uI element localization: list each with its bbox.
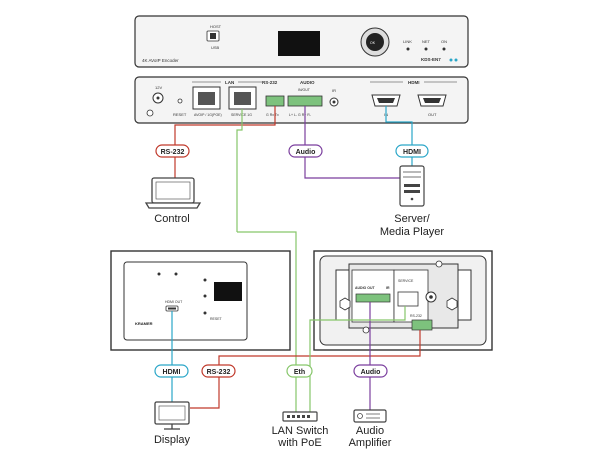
rs232-pins: G Rx Tx [266, 113, 279, 117]
amplifier-label-line1: Audio [356, 425, 384, 437]
tag-rs232-bottom: RS-232 [201, 364, 236, 378]
link-led [406, 47, 410, 51]
wallplate-hdmi-out-label: HDMI OUT [165, 300, 183, 304]
tag-rs232-top: RS-232 [155, 144, 190, 158]
net-led [424, 47, 428, 51]
server-label-line2: Media Player [380, 226, 445, 238]
host-label: HOST [210, 24, 222, 29]
net-label: NET [422, 39, 431, 44]
rear-rs232-label: RS-232 [410, 314, 422, 318]
eth-cable-to-switch [237, 231, 297, 414]
audio-panel-label: AUDIO [300, 80, 315, 85]
lan-label: LAN [225, 80, 234, 85]
hdmi-out-label: OUT [428, 112, 437, 117]
svg-text:OK: OK [370, 41, 376, 45]
svg-text:Audio: Audio [361, 369, 381, 376]
server-label-line1: Server/ [394, 213, 430, 225]
rear-audio-out-label: AUDIO OUT [355, 286, 376, 290]
audio-sub-label: IN/OUT [298, 88, 311, 92]
ground-icon [146, 109, 154, 117]
wallplate-display [214, 282, 242, 301]
encoder-front-panel: 4K AVoIP Encoder HOST USB OK LINK NET ON… [134, 15, 469, 68]
rs232-cable-bottom [190, 330, 421, 409]
svg-text:RS-232: RS-232 [207, 369, 231, 376]
reset-button [177, 98, 183, 104]
wallplate-front: HDMI OUT RESET KRAMER [110, 250, 291, 351]
audio-pins: L+ L- G R+ R- [289, 113, 312, 117]
ir-label: IR [332, 88, 336, 93]
lan-switch-label-line1: LAN Switch [272, 425, 329, 437]
tag-audio-top: Audio [288, 144, 323, 158]
link-label: LINK [403, 39, 412, 44]
reset-label: RESET [173, 112, 187, 117]
tag-audio-bottom: Audio [353, 364, 388, 378]
tag-eth-bottom: Eth [286, 364, 313, 378]
eth-cable-top [236, 109, 243, 232]
lan-switch-icon [282, 411, 318, 422]
brand-logo: KRAMER [135, 321, 153, 326]
rear-service-label: SERVICE [398, 279, 414, 283]
wallplate-rear: AUDIO OUT IR SERVICE RS-232 [313, 250, 493, 351]
front-model-text: 4K AVoIP Encoder [142, 58, 179, 63]
rear-audio-terminal [355, 293, 391, 303]
amplifier-icon [353, 409, 387, 423]
amplifier-label-line2: Amplifier [349, 437, 392, 449]
rear-service-port [397, 291, 419, 307]
rear-rs232-terminal [411, 319, 433, 331]
display-icon [154, 401, 190, 430]
on-led [442, 47, 446, 51]
encoder-rear-panel: 12V RESET LAN AVOIP / 1G(POE) SERVICE 1G… [134, 76, 469, 124]
laptop-icon [144, 177, 202, 209]
rs232-panel-label: RS-232 [262, 80, 278, 85]
svg-text:HDMI: HDMI [403, 149, 421, 156]
tag-hdmi-bottom: HDMI [154, 364, 189, 378]
model-number: KDS-EN7 [421, 57, 441, 62]
svg-text:RS-232: RS-232 [161, 149, 185, 156]
power-label: 12V [155, 85, 162, 90]
audio-terminal [287, 95, 323, 107]
rear-ir-label: IR [386, 286, 390, 290]
control-label: Control [154, 213, 189, 225]
wallplate-reset-label: RESET [210, 317, 223, 321]
usb-label: USB [211, 45, 220, 50]
front-display [278, 31, 320, 56]
display-label: Display [154, 434, 191, 446]
svg-text:Eth: Eth [294, 369, 305, 376]
lan-port1-label: AVOIP / 1G(POE) [194, 113, 222, 117]
svg-text:HDMI: HDMI [163, 369, 181, 376]
audio-cable-top [304, 106, 400, 179]
hdmi-panel-label: HDMI [408, 80, 420, 85]
server-icon [399, 165, 425, 207]
lan-switch-label-line2: with PoE [277, 437, 321, 449]
rs232-terminal [265, 95, 285, 107]
tag-hdmi-top: HDMI [395, 144, 429, 158]
svg-text:Audio: Audio [296, 149, 316, 156]
on-label: ON [441, 39, 447, 44]
